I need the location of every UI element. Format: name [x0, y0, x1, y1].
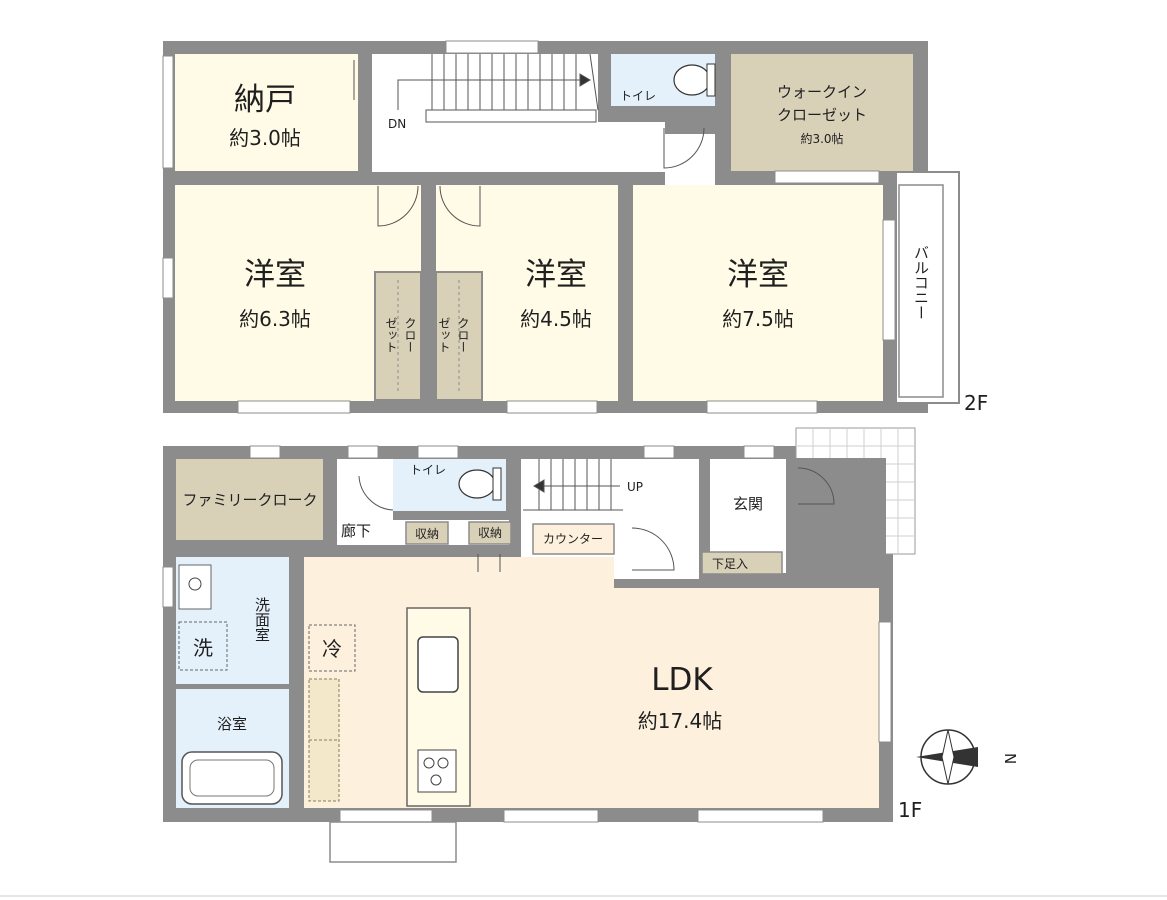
storage-room-size: 約3.0帖 [229, 126, 301, 150]
windows-2f [162, 40, 896, 414]
room-east-size: 約7.5帖 [722, 307, 794, 331]
compass-icon [916, 729, 978, 785]
windows-1f [162, 445, 892, 823]
toilet-2f-label: トイレ [620, 89, 656, 103]
toilet-fixture-1f [458, 469, 496, 499]
ldk-size: 約17.4帖 [638, 709, 723, 733]
ldk-room [304, 557, 879, 808]
room-mid-size: 約4.5帖 [520, 307, 592, 331]
closet2-col1: クロー [456, 317, 470, 353]
toilet-1f-label: トイレ [410, 463, 446, 477]
western-room-east [633, 185, 883, 401]
washer-label: 洗 [193, 636, 213, 660]
hallway-label: 廊下 [341, 522, 371, 540]
stairs-1f [523, 459, 623, 511]
sink-icon [417, 636, 459, 693]
storage1-label: 収納 [415, 527, 439, 541]
walk-in-closet [731, 54, 913, 171]
counter-label: カウンター [543, 532, 603, 546]
labels-1f: ファミリークローク 廊下 トイレ 収納 収納 UP カウンター 玄関 下足入 洗… [182, 463, 1019, 822]
fridge-label: 冷 [322, 637, 342, 661]
fridge-space [308, 624, 356, 672]
stairs-dn-label: DN [388, 117, 406, 131]
room-west-size: 約6.3帖 [239, 307, 311, 331]
washroom-label: 洗面室 [253, 597, 271, 642]
storage-room-name: 納戸 [234, 82, 296, 118]
floor-2-label: 2F [964, 391, 988, 415]
storage-box-1 [405, 521, 449, 545]
ldk-name: LDK [651, 662, 713, 698]
doors-1f [358, 467, 835, 572]
stairs-2f [397, 53, 599, 123]
stairs-up-label: UP [627, 480, 643, 494]
bathroom-label: 浴室 [217, 715, 247, 733]
washer-space [178, 621, 228, 671]
floor-1-label: 1F [898, 798, 922, 822]
family-cloak [176, 459, 323, 540]
wic-label-1: ウォークイン [777, 83, 867, 101]
room-mid-name: 洋室 [525, 257, 587, 293]
closet2-col2: ゼット [437, 317, 451, 353]
shoe-box-label: 下足入 [712, 557, 748, 571]
closet1-col2: ゼット [384, 317, 398, 353]
floor-2 [162, 40, 960, 414]
balcony-label: バルコニー [912, 245, 930, 320]
storage-box-2 [468, 521, 512, 545]
washbasin-icon [178, 564, 212, 610]
room-east-name: 洋室 [727, 257, 789, 293]
deck [329, 821, 457, 863]
closet1-col1: クロー [403, 317, 417, 353]
counter [532, 523, 615, 555]
compass-north-label: N [1001, 753, 1019, 764]
toilet-fixture-2f [673, 64, 711, 96]
storage-room [175, 54, 358, 171]
wic-size: 約3.0帖 [800, 131, 843, 146]
bathtub-icon [181, 751, 283, 805]
family-cloak-label: ファミリークローク [182, 491, 317, 509]
floor-1 [162, 427, 916, 863]
room-west-name: 洋室 [244, 257, 306, 293]
doors-2f [353, 60, 705, 227]
stove-icon [417, 749, 457, 793]
wic-label-2: クローゼット [777, 106, 867, 124]
entrance-label: 玄関 [733, 495, 763, 513]
shoe-cabinet [701, 551, 783, 575]
labels-2f: 納戸 約3.0帖 トイレ DN ウォークイン クローゼット 約3.0帖 洋室 約… [229, 82, 988, 415]
storage2-label: 収納 [478, 526, 502, 540]
